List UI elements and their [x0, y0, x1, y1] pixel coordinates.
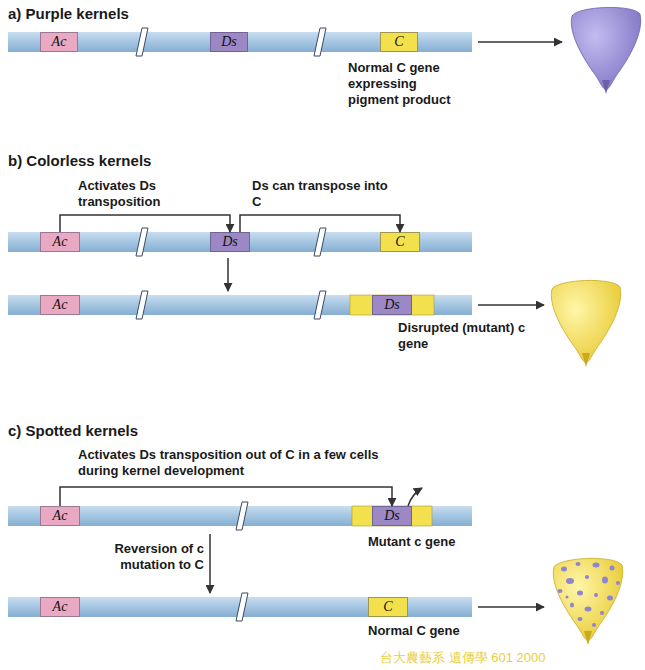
gene-name: C: [394, 34, 403, 50]
step-arrow: [209, 534, 211, 593]
result-arrow: [478, 304, 544, 306]
step-note: Reversion of c mutation to C: [96, 541, 204, 573]
gene-name: Ds: [384, 297, 400, 313]
arrows: [210, 42, 562, 607]
panel-title: b) Colorless kernels: [8, 153, 248, 169]
purple-kernel: [571, 7, 640, 94]
gene-name: C: [383, 599, 392, 615]
gene-name: Ac: [53, 234, 68, 250]
gene-note: Normal C gene: [368, 623, 498, 639]
break-mark: [236, 502, 248, 530]
break-mark: [136, 28, 148, 56]
gene-segment: Ds: [372, 506, 412, 526]
chromosome-bar: [8, 232, 472, 252]
gene-segment: Ac: [40, 232, 80, 252]
gene-note: Disrupted (mutant) c gene: [398, 320, 533, 352]
break-marks: [136, 28, 326, 621]
gene-name: Ac: [53, 508, 68, 524]
excision-arrow: [408, 488, 422, 506]
gene-name: Ac: [53, 599, 68, 615]
gene-name: Ac: [52, 34, 67, 50]
edge-label: Activates Ds transposition: [78, 178, 206, 210]
gene-note: Mutant c gene: [368, 534, 498, 550]
gene-flank: [352, 506, 432, 526]
gene-segment: C: [380, 232, 420, 252]
colorless-kernel: [551, 280, 620, 367]
watermark: 台大農藝系 遺傳學 601 2000: [380, 650, 645, 666]
gene-note: Normal C gene expressing pigment product: [348, 60, 470, 108]
break-mark: [314, 291, 326, 319]
spotted-kernel: [553, 558, 622, 645]
gene-segment: Ds: [210, 232, 250, 252]
gene-segment: Ac: [40, 506, 80, 526]
break-mark: [314, 228, 326, 256]
gene-name: C: [395, 234, 404, 250]
panel-title: a) Purple kernels: [8, 6, 248, 22]
break-mark: [136, 228, 148, 256]
gene-name: Ds: [221, 34, 237, 50]
edge-label: Activates Ds transposition out of C in a…: [78, 447, 398, 479]
step-arrow: [227, 258, 229, 291]
gene-segment: C: [380, 32, 418, 52]
gene-segment: Ac: [40, 295, 80, 315]
edge-label: Ds can transpose into C: [252, 178, 392, 210]
gene-segment: Ac: [40, 32, 78, 52]
activation-bracket: [60, 487, 392, 506]
gene-segment: C: [368, 597, 408, 617]
result-arrow: [478, 41, 562, 43]
result-arrow: [478, 606, 544, 608]
break-mark: [236, 593, 248, 621]
activation-bracket: [240, 215, 400, 232]
panel-title: c) Spotted kernels: [8, 423, 248, 439]
gene-name: Ac: [53, 297, 68, 313]
gene-segment: Ac: [40, 597, 80, 617]
gene-name: Ds: [222, 234, 238, 250]
chromosome-bar: [8, 295, 472, 315]
chromosome-bar: [8, 32, 472, 52]
gene-segment: Ds: [372, 295, 412, 315]
gene-name: Ds: [384, 508, 400, 524]
activation-bracket: [60, 215, 230, 232]
gene-flank: [350, 295, 434, 315]
gene-segment: Ds: [210, 32, 248, 52]
break-mark: [136, 291, 148, 319]
break-mark: [314, 28, 326, 56]
